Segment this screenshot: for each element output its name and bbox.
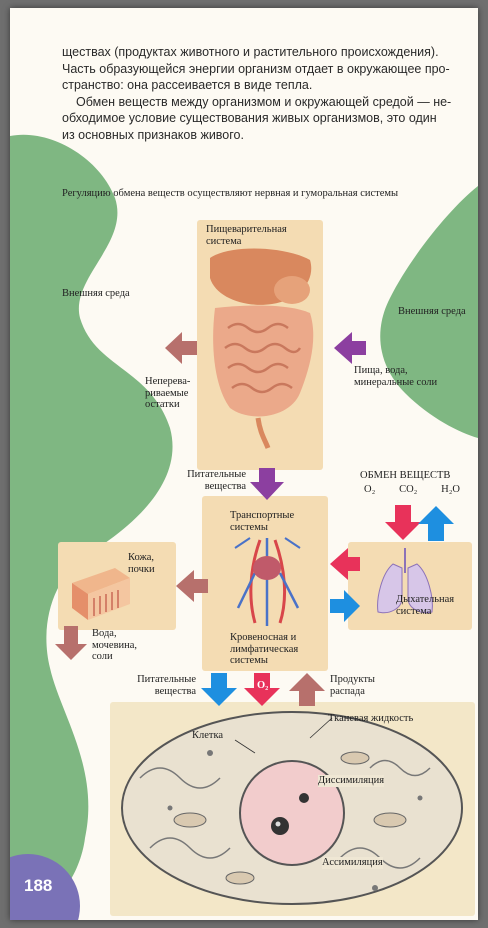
label-gases: O₂ CO₂ H₂O — [364, 484, 460, 496]
label-undigested: Неперева- риваемые остатки — [145, 376, 190, 411]
arrow-food-in — [334, 332, 366, 364]
label-metabolism: ОБМЕН ВЕЩЕСТВ — [360, 470, 450, 482]
label-food-water: Пища, вода, минеральные соли — [354, 365, 437, 388]
textbook-page: 188 ществах (продуктах животного и расти… — [10, 8, 478, 920]
arrow-decay-up — [289, 673, 325, 706]
label-tissue-fluid: Тканевая жидкость — [328, 713, 413, 725]
label-nutrients-top: Питательные вещества — [176, 469, 246, 492]
label-dissimilation: Диссимиляция — [318, 775, 384, 787]
label-assimilation: Ассимиляция — [322, 857, 383, 869]
arrow-undigested-left — [165, 332, 197, 364]
arrows-layer — [10, 8, 478, 920]
arrow-resp-out — [330, 590, 360, 622]
label-cell: Клетка — [192, 730, 223, 742]
arrow-to-skin — [176, 570, 208, 602]
arrow-skin-out — [55, 626, 87, 660]
arrow-resp-in — [330, 548, 360, 580]
label-water-urine: Вода, мочевина, соли — [92, 628, 137, 663]
label-circulatory: Кровеносная и лимфатическая системы — [230, 632, 298, 667]
label-nutrients-bottom: Питательные вещества — [122, 674, 196, 697]
arrow-o2-down — [385, 505, 421, 540]
arrow-nutrients-to-cell — [201, 673, 237, 706]
label-digestive-system: Пищеварительная система — [206, 224, 287, 247]
label-external-env-right: Внешняя среда — [398, 306, 466, 318]
arrow-nutrients-down — [250, 468, 284, 500]
label-transport: Транспортные системы — [230, 510, 294, 533]
label-skin-kidneys: Кожа, почки — [128, 552, 155, 575]
label-decay-products: Продукты распада — [330, 674, 375, 697]
arrow-co2-up — [418, 506, 454, 541]
label-external-env-left: Внешняя среда — [62, 288, 130, 300]
label-respiratory: Дыхательная система — [396, 594, 454, 617]
label-o2: O₂ — [257, 680, 268, 692]
